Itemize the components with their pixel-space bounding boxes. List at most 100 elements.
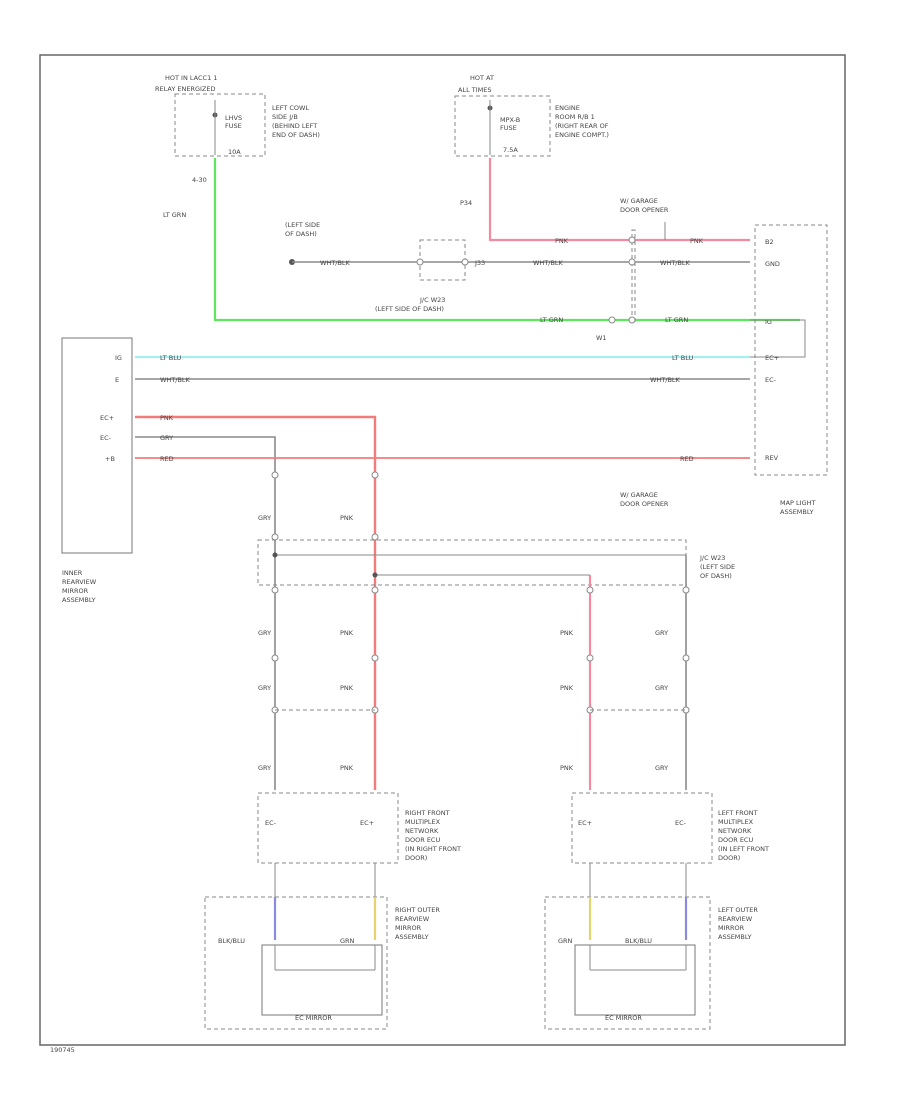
jc-top-conn-2 bbox=[628, 316, 636, 324]
garage-conn-1 bbox=[628, 236, 636, 244]
gray-wire-down bbox=[135, 436, 276, 790]
left-fuse-relay-label: RELAY ENERGIZED bbox=[155, 85, 215, 93]
right-ecu-box bbox=[257, 792, 399, 864]
v-label-gry-4: GRY bbox=[258, 684, 271, 692]
mirror-pin-2: E bbox=[115, 376, 119, 384]
ground-junction-pin: J33 bbox=[474, 259, 485, 267]
left-fuse-pin: 4-30 bbox=[192, 176, 207, 184]
pink-main-label: PNK bbox=[160, 414, 174, 422]
v-label-pnk-2: PNK bbox=[340, 629, 354, 637]
left-mirror-inner bbox=[574, 944, 696, 1016]
right-fuse-pin: P34 bbox=[460, 199, 472, 207]
right-ecu-pin-ec-minus: EC- bbox=[265, 819, 277, 827]
cyan-label-1: LT BLU bbox=[160, 354, 182, 362]
red-label-1: RED bbox=[160, 455, 174, 463]
right-mirror-ec: EC MIRROR bbox=[295, 1014, 332, 1022]
ground-wire-label-2: WHT/BLK bbox=[533, 259, 564, 267]
left-fuse-amp: 10A bbox=[228, 148, 241, 156]
right-ecu-pin-ec-plus: EC+ bbox=[360, 819, 374, 827]
left-fuse-hot-label: HOT IN LACC1 1 bbox=[165, 74, 217, 82]
right-mirror-wire-grn: GRN bbox=[340, 937, 355, 945]
left-ecu-pin-ec-minus: EC- bbox=[675, 819, 687, 827]
red-label-2: RED bbox=[680, 455, 694, 463]
green-wire-label: LT GRN bbox=[163, 211, 186, 219]
v-label-gry-1: GRY bbox=[258, 514, 271, 522]
jc-top-conn-1 bbox=[608, 316, 616, 324]
mirror-pin-1: IG bbox=[115, 354, 122, 362]
jc-mid-box bbox=[257, 539, 687, 586]
diagram-frame bbox=[39, 54, 846, 1046]
ground-junction-box bbox=[419, 239, 466, 281]
map-light-box bbox=[754, 224, 828, 476]
garage-top-link bbox=[631, 229, 636, 323]
v-label-gry-3: GRY bbox=[655, 629, 668, 637]
vertical-connectors bbox=[271, 471, 690, 714]
green-wire-label-3: LT GRN bbox=[665, 316, 688, 324]
v-label-pnk-1: PNK bbox=[340, 514, 354, 522]
jc-top-label: J/C W23(LEFT SIDE OF DASH) bbox=[375, 296, 445, 313]
left-ecu-pin-ec-plus: EC+ bbox=[578, 819, 592, 827]
map-pin-ec2: EC- bbox=[765, 376, 777, 384]
footer-code: 190745 bbox=[50, 1046, 75, 1054]
right-mirror-box bbox=[204, 896, 388, 1030]
right-fuse-hot-label: HOT AT bbox=[470, 74, 494, 82]
v-label-gry-7: GRY bbox=[655, 764, 668, 772]
mirror-pin-3: EC+ bbox=[100, 414, 114, 422]
gray-label-1: WHT/BLK bbox=[160, 376, 191, 384]
green-wire-label-2: LT GRN bbox=[540, 316, 563, 324]
left-mirror-wire-grn: GRN bbox=[558, 937, 573, 945]
v-label-pnk-5: PNK bbox=[560, 684, 574, 692]
cyan-label-2: LT BLU bbox=[672, 354, 694, 362]
v-label-gry-6: GRY bbox=[258, 764, 271, 772]
garage-conn-2 bbox=[628, 258, 636, 266]
gray-label-2: WHT/BLK bbox=[650, 376, 681, 384]
mirror-pin-4: EC- bbox=[100, 434, 112, 442]
left-fuse-box bbox=[174, 93, 266, 157]
left-ecu-box bbox=[571, 792, 713, 864]
jc-top-pin: W1 bbox=[596, 334, 607, 342]
right-mirror-wire-blkblu: BLK/BLU bbox=[218, 937, 245, 945]
v-label-pnk-4: PNK bbox=[340, 684, 354, 692]
right-fuse-box bbox=[454, 95, 551, 157]
map-pin-rev: REV bbox=[765, 454, 779, 462]
left-mirror-wire-blkblu: BLK/BLU bbox=[625, 937, 652, 945]
v-label-gry-2: GRY bbox=[258, 629, 271, 637]
gray-down-label: GRY bbox=[160, 434, 173, 442]
jc-mid-node-1 bbox=[272, 552, 278, 558]
mirror-pin-5: +B bbox=[105, 455, 115, 463]
right-mirror-inner bbox=[261, 944, 383, 1016]
right-fuse-amp: 7.5A bbox=[503, 146, 518, 154]
jc-mid-node-2 bbox=[372, 572, 378, 578]
ground-junction-conn-2 bbox=[461, 258, 469, 266]
ground-junction-conn-1 bbox=[416, 258, 424, 266]
ground-wire-label-1: WHT/BLK bbox=[320, 259, 351, 267]
map-pin-b2: B2 bbox=[765, 238, 774, 246]
pink-wire-label-1: PNK bbox=[555, 237, 569, 245]
map-pin-ec: EC+ bbox=[765, 354, 779, 362]
pink-wire-main bbox=[135, 415, 377, 790]
left-mirror-box bbox=[544, 896, 711, 1030]
v-label-pnk-3: PNK bbox=[560, 629, 574, 637]
left-mirror-ec: EC MIRROR bbox=[605, 1014, 642, 1022]
map-pin-ig: IG bbox=[765, 318, 772, 326]
v-label-pnk-6: PNK bbox=[340, 764, 354, 772]
map-pin-gnd: GND bbox=[765, 260, 780, 268]
v-label-gry-5: GRY bbox=[655, 684, 668, 692]
pink-wire-label-2: PNK bbox=[690, 237, 704, 245]
v-label-pnk-7: PNK bbox=[560, 764, 574, 772]
green-wire bbox=[213, 158, 800, 322]
